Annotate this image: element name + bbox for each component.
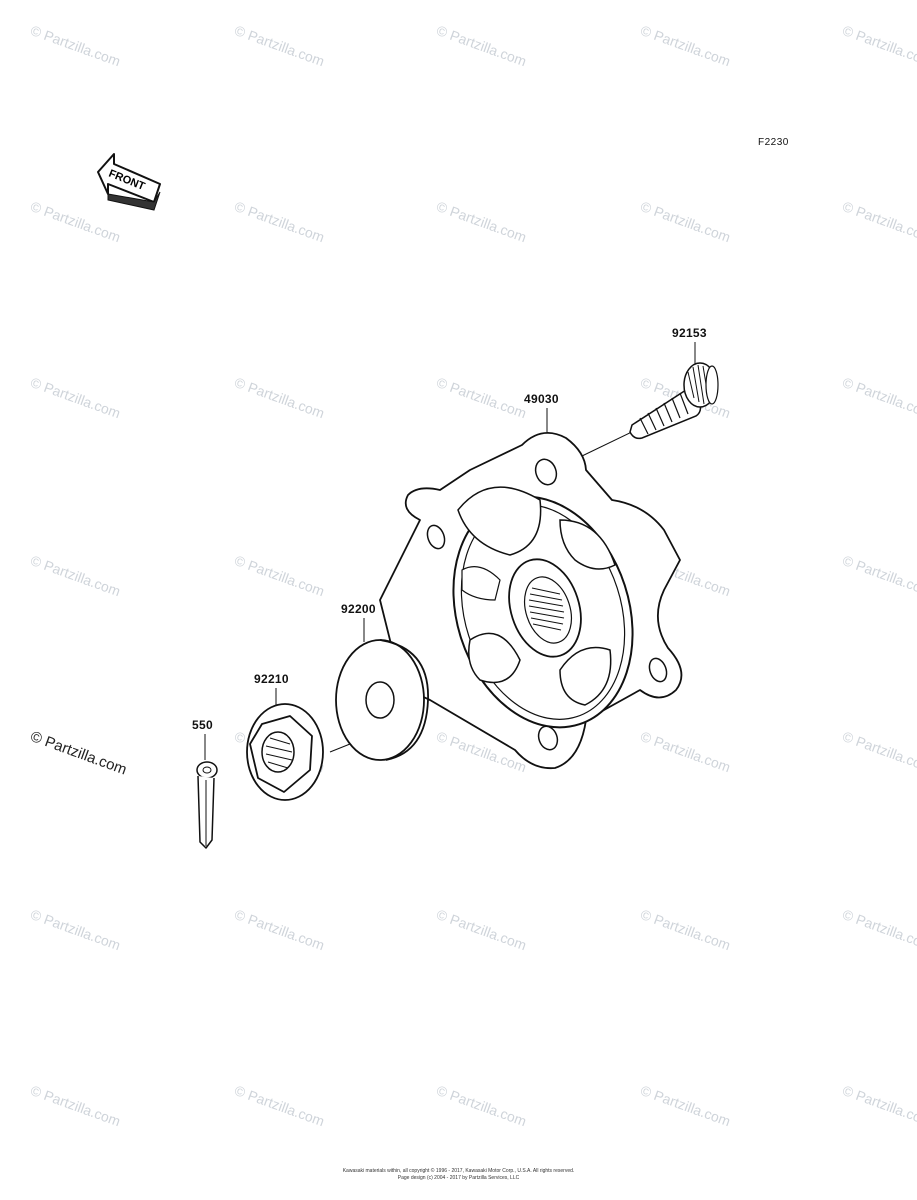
callout-49030[interactable]: 49030: [524, 392, 559, 406]
copyright-line-2: Page design (c) 2004 - 2017 by Partzilla…: [397, 1175, 520, 1181]
copyright-line-1: Kawasaki materials within, all copyright…: [342, 1168, 575, 1174]
nut-drawing: [246, 703, 324, 801]
hub-drawing: [379, 431, 683, 770]
cotter-pin-drawing: [196, 761, 218, 849]
front-arrow-icon: FRONT: [97, 153, 161, 211]
stud-bolt-drawing: [629, 362, 719, 440]
callout-550[interactable]: 550: [192, 718, 213, 732]
washer-drawing: [335, 639, 429, 761]
callout-92210[interactable]: 92210: [254, 672, 289, 686]
callout-92153[interactable]: 92153: [672, 326, 707, 340]
diagram-code: F2230: [758, 137, 789, 148]
callout-92200[interactable]: 92200: [341, 602, 376, 616]
